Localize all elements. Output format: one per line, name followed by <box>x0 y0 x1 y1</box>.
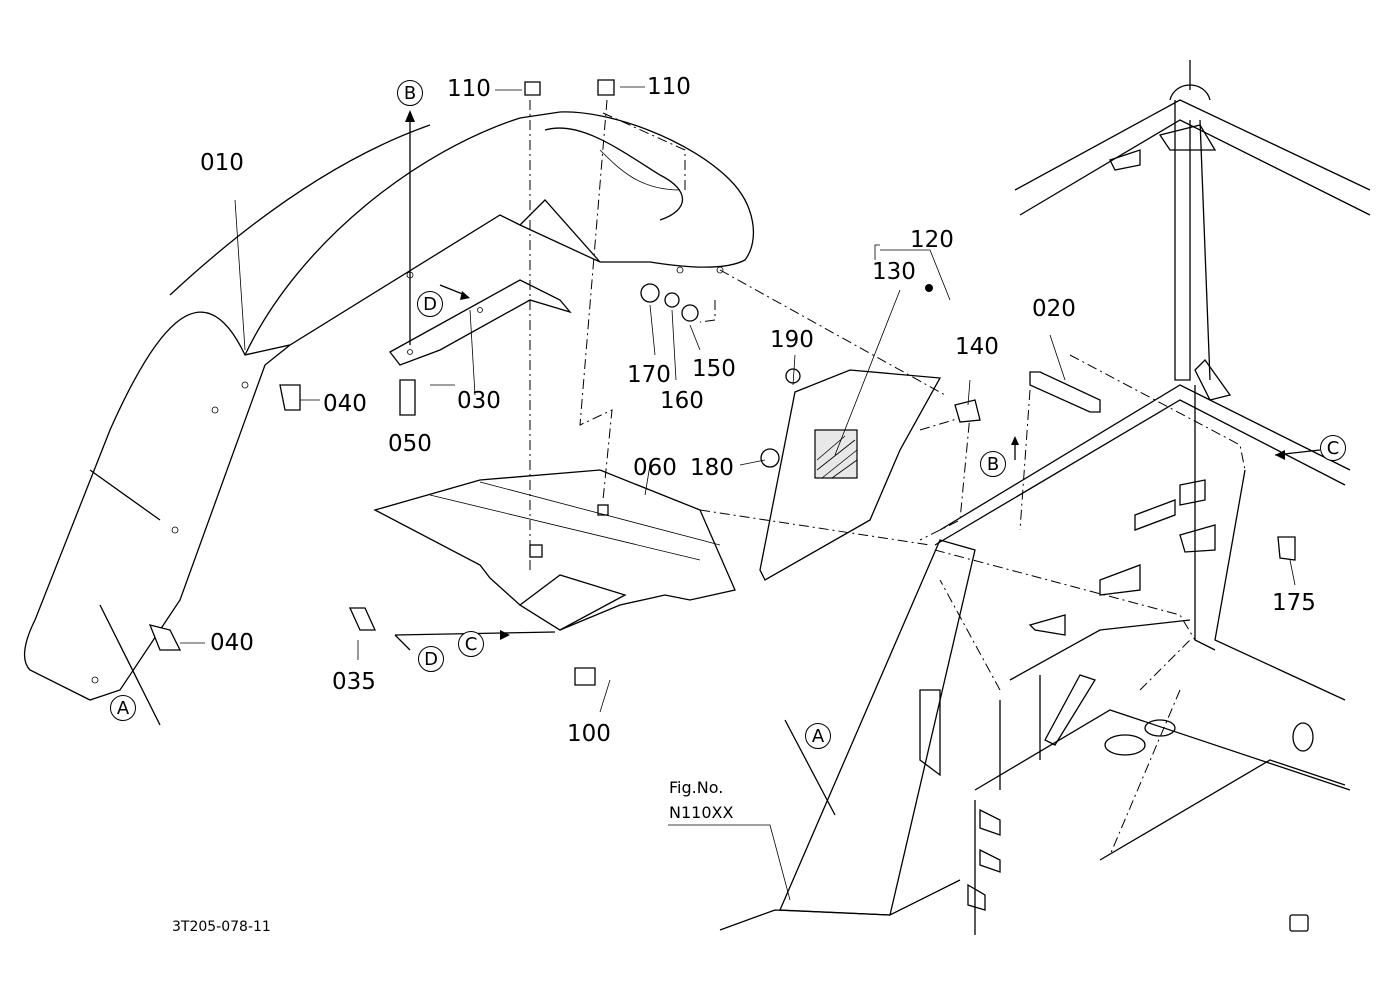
callout-180: 180 <box>690 455 734 481</box>
callout-100: 100 <box>567 721 611 747</box>
callout-060: 060 <box>633 455 677 481</box>
plate-part-120 <box>759 369 942 581</box>
fig-ref-number: N110XX <box>669 803 734 822</box>
callout-040-upper: 040 <box>323 391 367 417</box>
cover-part-060 <box>373 469 736 631</box>
ref-circle-b-right: B <box>980 451 1006 477</box>
drawing-id: 3T205-078-11 <box>172 919 271 935</box>
callout-020: 020 <box>1032 296 1076 322</box>
callout-120: 120 <box>910 227 954 253</box>
ref-circle-a-right: A <box>805 723 831 749</box>
ref-circle-c-lower: C <box>458 631 484 657</box>
fig-ref-label: Fig.No. <box>669 778 724 797</box>
callout-150: 150 <box>692 356 736 382</box>
callout-140: 140 <box>955 334 999 360</box>
ref-circle-c-right: C <box>1320 435 1346 461</box>
callout-170: 170 <box>627 362 671 388</box>
callout-110-left: 110 <box>447 76 491 102</box>
ref-circle-d-upper: D <box>417 291 443 317</box>
callout-035: 035 <box>332 669 376 695</box>
callout-010: 010 <box>200 150 244 176</box>
bracket-part-030 <box>389 279 572 366</box>
callout-160: 160 <box>660 388 704 414</box>
fender-part-010 <box>23 111 755 701</box>
callout-040-lower: 040 <box>210 630 254 656</box>
callout-175: 175 <box>1272 590 1316 616</box>
assembly-leader-lines <box>529 99 1246 856</box>
ref-circle-b-top: B <box>397 80 423 106</box>
tractor-frame <box>719 60 1371 935</box>
callout-130: 130 <box>872 259 916 285</box>
callout-050: 050 <box>388 431 432 457</box>
ref-circle-d-lower: D <box>418 646 444 672</box>
ref-circle-a-left: A <box>110 695 136 721</box>
callout-leaders <box>180 86 1296 901</box>
callout-110-right: 110 <box>647 74 691 100</box>
callout-190: 190 <box>770 327 814 353</box>
bar-part-020 <box>1029 371 1101 413</box>
fasteners <box>148 79 1296 686</box>
callout-030: 030 <box>457 388 501 414</box>
